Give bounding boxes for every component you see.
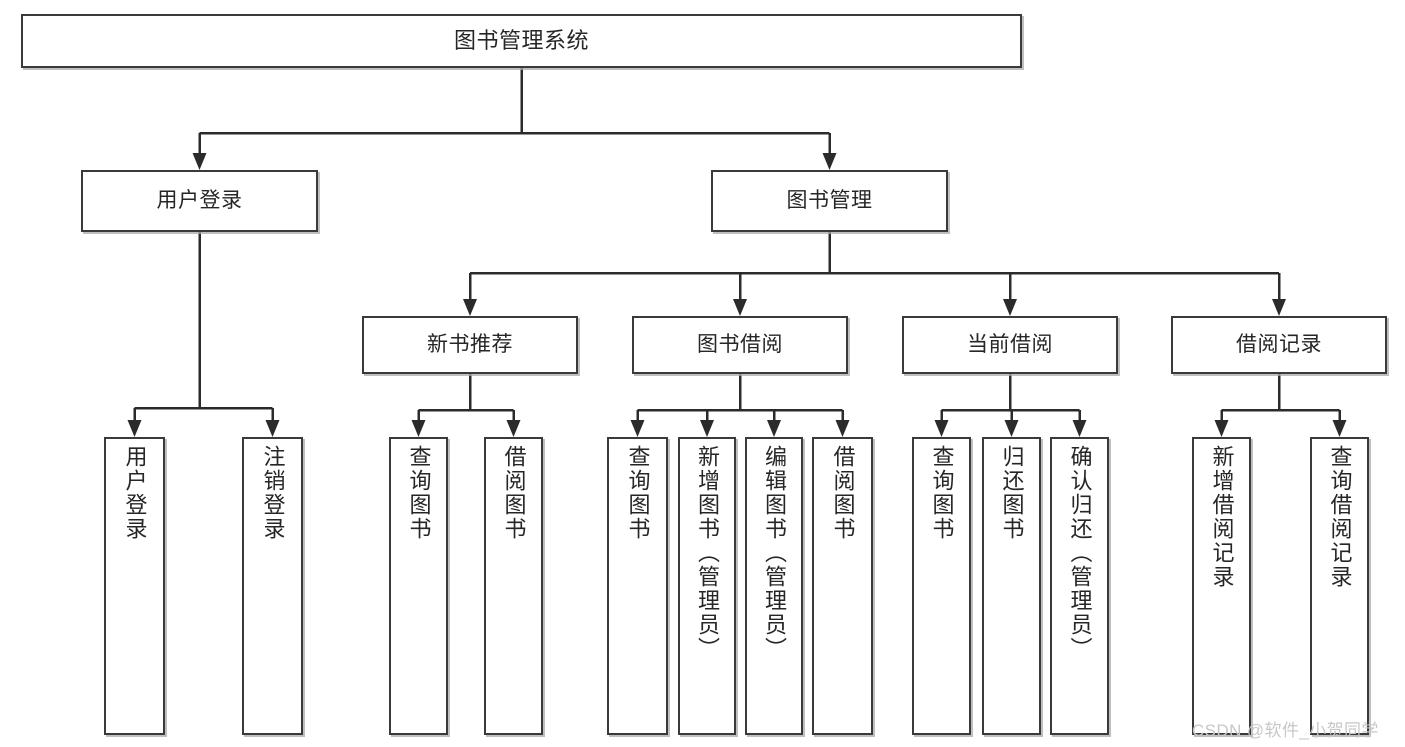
connector-arrowhead bbox=[1332, 420, 1347, 437]
connector-arrowhead bbox=[1272, 299, 1286, 316]
node-label: 借阅图书 bbox=[830, 445, 856, 541]
connector-arrowhead bbox=[700, 420, 714, 437]
connector-arrowhead bbox=[411, 420, 426, 437]
connector-arrowhead bbox=[265, 420, 280, 437]
node-leaf-rec-query2[interactable]: 查询借阅记录 bbox=[1310, 437, 1369, 735]
node-leaf-rec-add[interactable]: 新增借阅记录 bbox=[1192, 437, 1251, 735]
node-leaf-borrow-lend[interactable]: 借阅图书 bbox=[812, 437, 873, 735]
node-label: 图书借阅 bbox=[697, 332, 783, 356]
connector-arrowhead bbox=[1004, 420, 1019, 437]
node-label: 用户登录 bbox=[156, 188, 243, 212]
node-borrow-record[interactable]: 借阅记录 bbox=[1171, 316, 1387, 374]
node-label: 新增图书（管理员） bbox=[695, 445, 720, 661]
connector-arrowhead bbox=[463, 299, 477, 316]
node-leaf-cur-confirm[interactable]: 确认归还（管理员） bbox=[1050, 437, 1109, 735]
node-user-login[interactable]: 用户登录 bbox=[81, 170, 318, 232]
node-current-borrow[interactable]: 当前借阅 bbox=[902, 316, 1118, 374]
node-leaf-borrow-add[interactable]: 新增图书（管理员） bbox=[678, 437, 736, 735]
node-label: 图书管理系统 bbox=[453, 28, 589, 54]
connector-arrowhead bbox=[506, 420, 521, 437]
node-label: 注销登录 bbox=[260, 445, 286, 541]
node-leaf-cur-query[interactable]: 查询图书 bbox=[912, 437, 971, 735]
node-leaf-rec-query[interactable]: 查询图书 bbox=[389, 437, 448, 735]
node-leaf-rec-borrow[interactable]: 借阅图书 bbox=[484, 437, 543, 735]
node-leaf-user-login[interactable]: 用户登录 bbox=[104, 437, 165, 735]
connector-arrowhead bbox=[822, 153, 837, 170]
connector-arrowhead bbox=[192, 153, 207, 170]
node-root[interactable]: 图书管理系统 bbox=[21, 14, 1022, 68]
connector-arrowhead bbox=[1072, 420, 1087, 437]
node-label: 查询借阅记录 bbox=[1327, 445, 1353, 589]
node-label: 借阅记录 bbox=[1236, 332, 1322, 356]
connector-arrowhead bbox=[127, 420, 142, 437]
connector-arrowhead bbox=[1214, 420, 1229, 437]
node-label: 借阅图书 bbox=[501, 445, 527, 541]
node-label: 查询图书 bbox=[625, 445, 651, 541]
node-leaf-cur-return[interactable]: 归还图书 bbox=[982, 437, 1041, 735]
connector-arrowhead bbox=[934, 420, 949, 437]
node-label: 编辑图书（管理员） bbox=[762, 445, 787, 661]
node-label: 当前借阅 bbox=[967, 332, 1053, 356]
node-new-book-rec[interactable]: 新书推荐 bbox=[362, 316, 578, 374]
node-book-manage[interactable]: 图书管理 bbox=[711, 170, 948, 232]
node-leaf-borrow-edit[interactable]: 编辑图书（管理员） bbox=[745, 437, 803, 735]
node-label: 图书管理 bbox=[786, 188, 873, 212]
node-label: 新增借阅记录 bbox=[1209, 445, 1235, 589]
node-label: 查询图书 bbox=[929, 445, 955, 541]
connector-arrowhead bbox=[733, 299, 747, 316]
connector-arrowhead bbox=[835, 420, 850, 437]
node-label: 确认归还（管理员） bbox=[1067, 445, 1093, 661]
node-leaf-user-logout[interactable]: 注销登录 bbox=[242, 437, 303, 735]
node-label: 归还图书 bbox=[999, 445, 1025, 541]
connector-arrowhead bbox=[630, 420, 645, 437]
connector-arrowhead bbox=[1003, 299, 1017, 316]
node-label: 用户登录 bbox=[122, 445, 148, 541]
node-book-borrow[interactable]: 图书借阅 bbox=[632, 316, 848, 374]
connector-arrowhead bbox=[767, 420, 781, 437]
node-leaf-borrow-query[interactable]: 查询图书 bbox=[607, 437, 668, 735]
node-label: 查询图书 bbox=[406, 445, 432, 541]
node-label: 新书推荐 bbox=[427, 332, 513, 356]
